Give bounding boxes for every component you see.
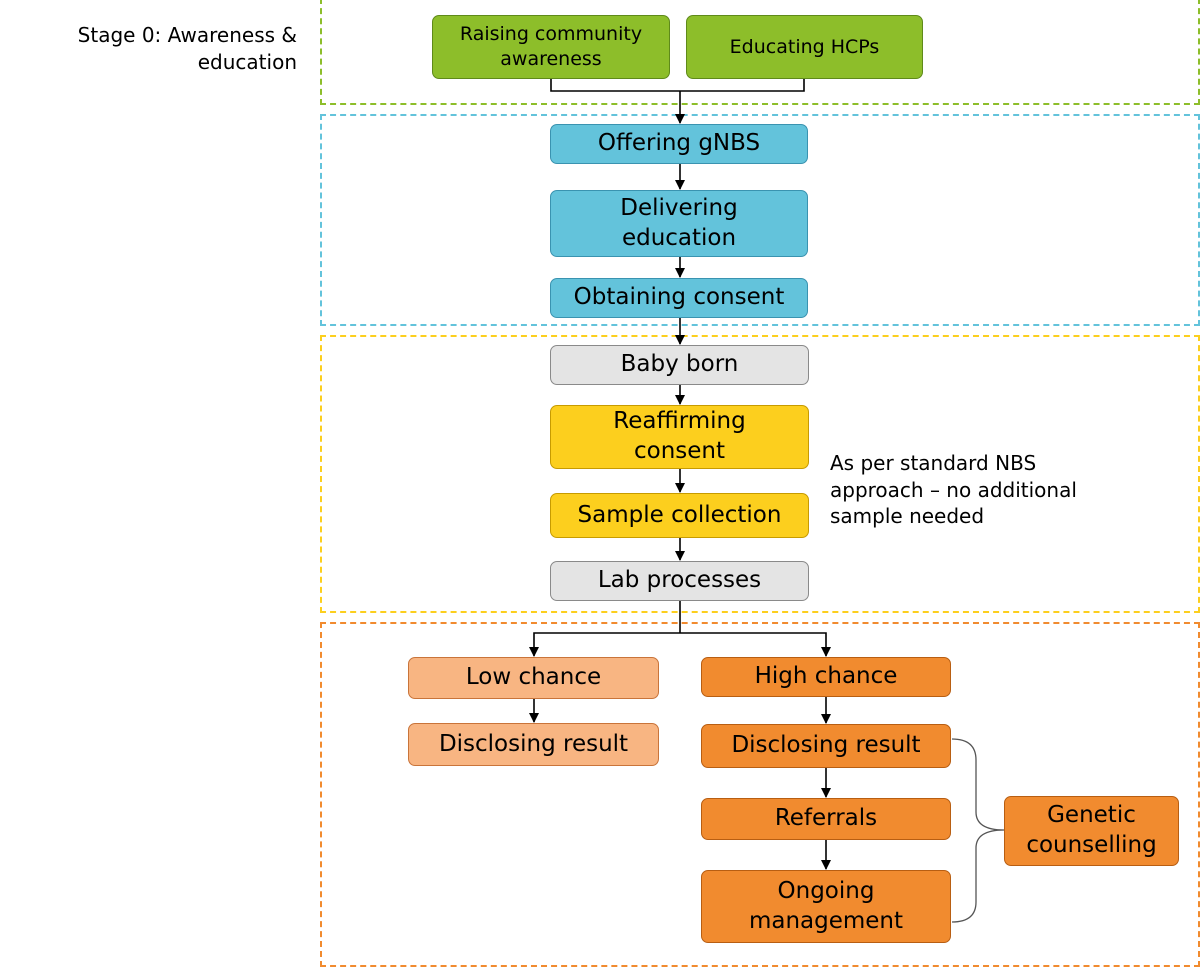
raising-awareness-node: Raising community awareness — [432, 15, 670, 79]
arrow-to-low-chance — [529, 632, 680, 657]
stage-0-label: Stage 0: Awareness & education — [77, 23, 297, 74]
reaffirming-consent-node: Reaffirming consent — [550, 405, 809, 469]
stage-1-box — [320, 114, 1200, 326]
referrals-node: Referrals — [701, 798, 951, 840]
nbs-annotation: As per standard NBS approach – no additi… — [830, 451, 1077, 529]
low-chance-node: Low chance — [408, 657, 659, 699]
high-chance-node: High chance — [701, 657, 951, 697]
baby-born-node: Baby born — [550, 345, 809, 385]
genetic-counselling-bracket — [951, 738, 1005, 923]
stage-0-box — [320, 0, 1200, 105]
offering-gnbs-node: Offering gNBS — [550, 124, 808, 164]
stage-2-box — [320, 335, 1200, 613]
lab-processes-node: Lab processes — [550, 561, 809, 601]
stage-3-box — [320, 622, 1200, 967]
ongoing-management-node: Ongoing management — [701, 870, 951, 943]
disclosing-result-high-node: Disclosing result — [701, 724, 951, 768]
educating-hcps-node: Educating HCPs — [686, 15, 923, 79]
arrow-to-high-chance — [680, 632, 831, 657]
connector-educating — [680, 79, 805, 92]
delivering-education-node: Delivering education — [550, 190, 808, 257]
sample-collection-node: Sample collection — [550, 493, 809, 538]
obtaining-consent-node: Obtaining consent — [550, 278, 808, 318]
genetic-counselling-node: Genetic counselling — [1004, 796, 1179, 866]
disclosing-result-low-node: Disclosing result — [408, 723, 659, 766]
connector-awareness — [550, 79, 680, 92]
